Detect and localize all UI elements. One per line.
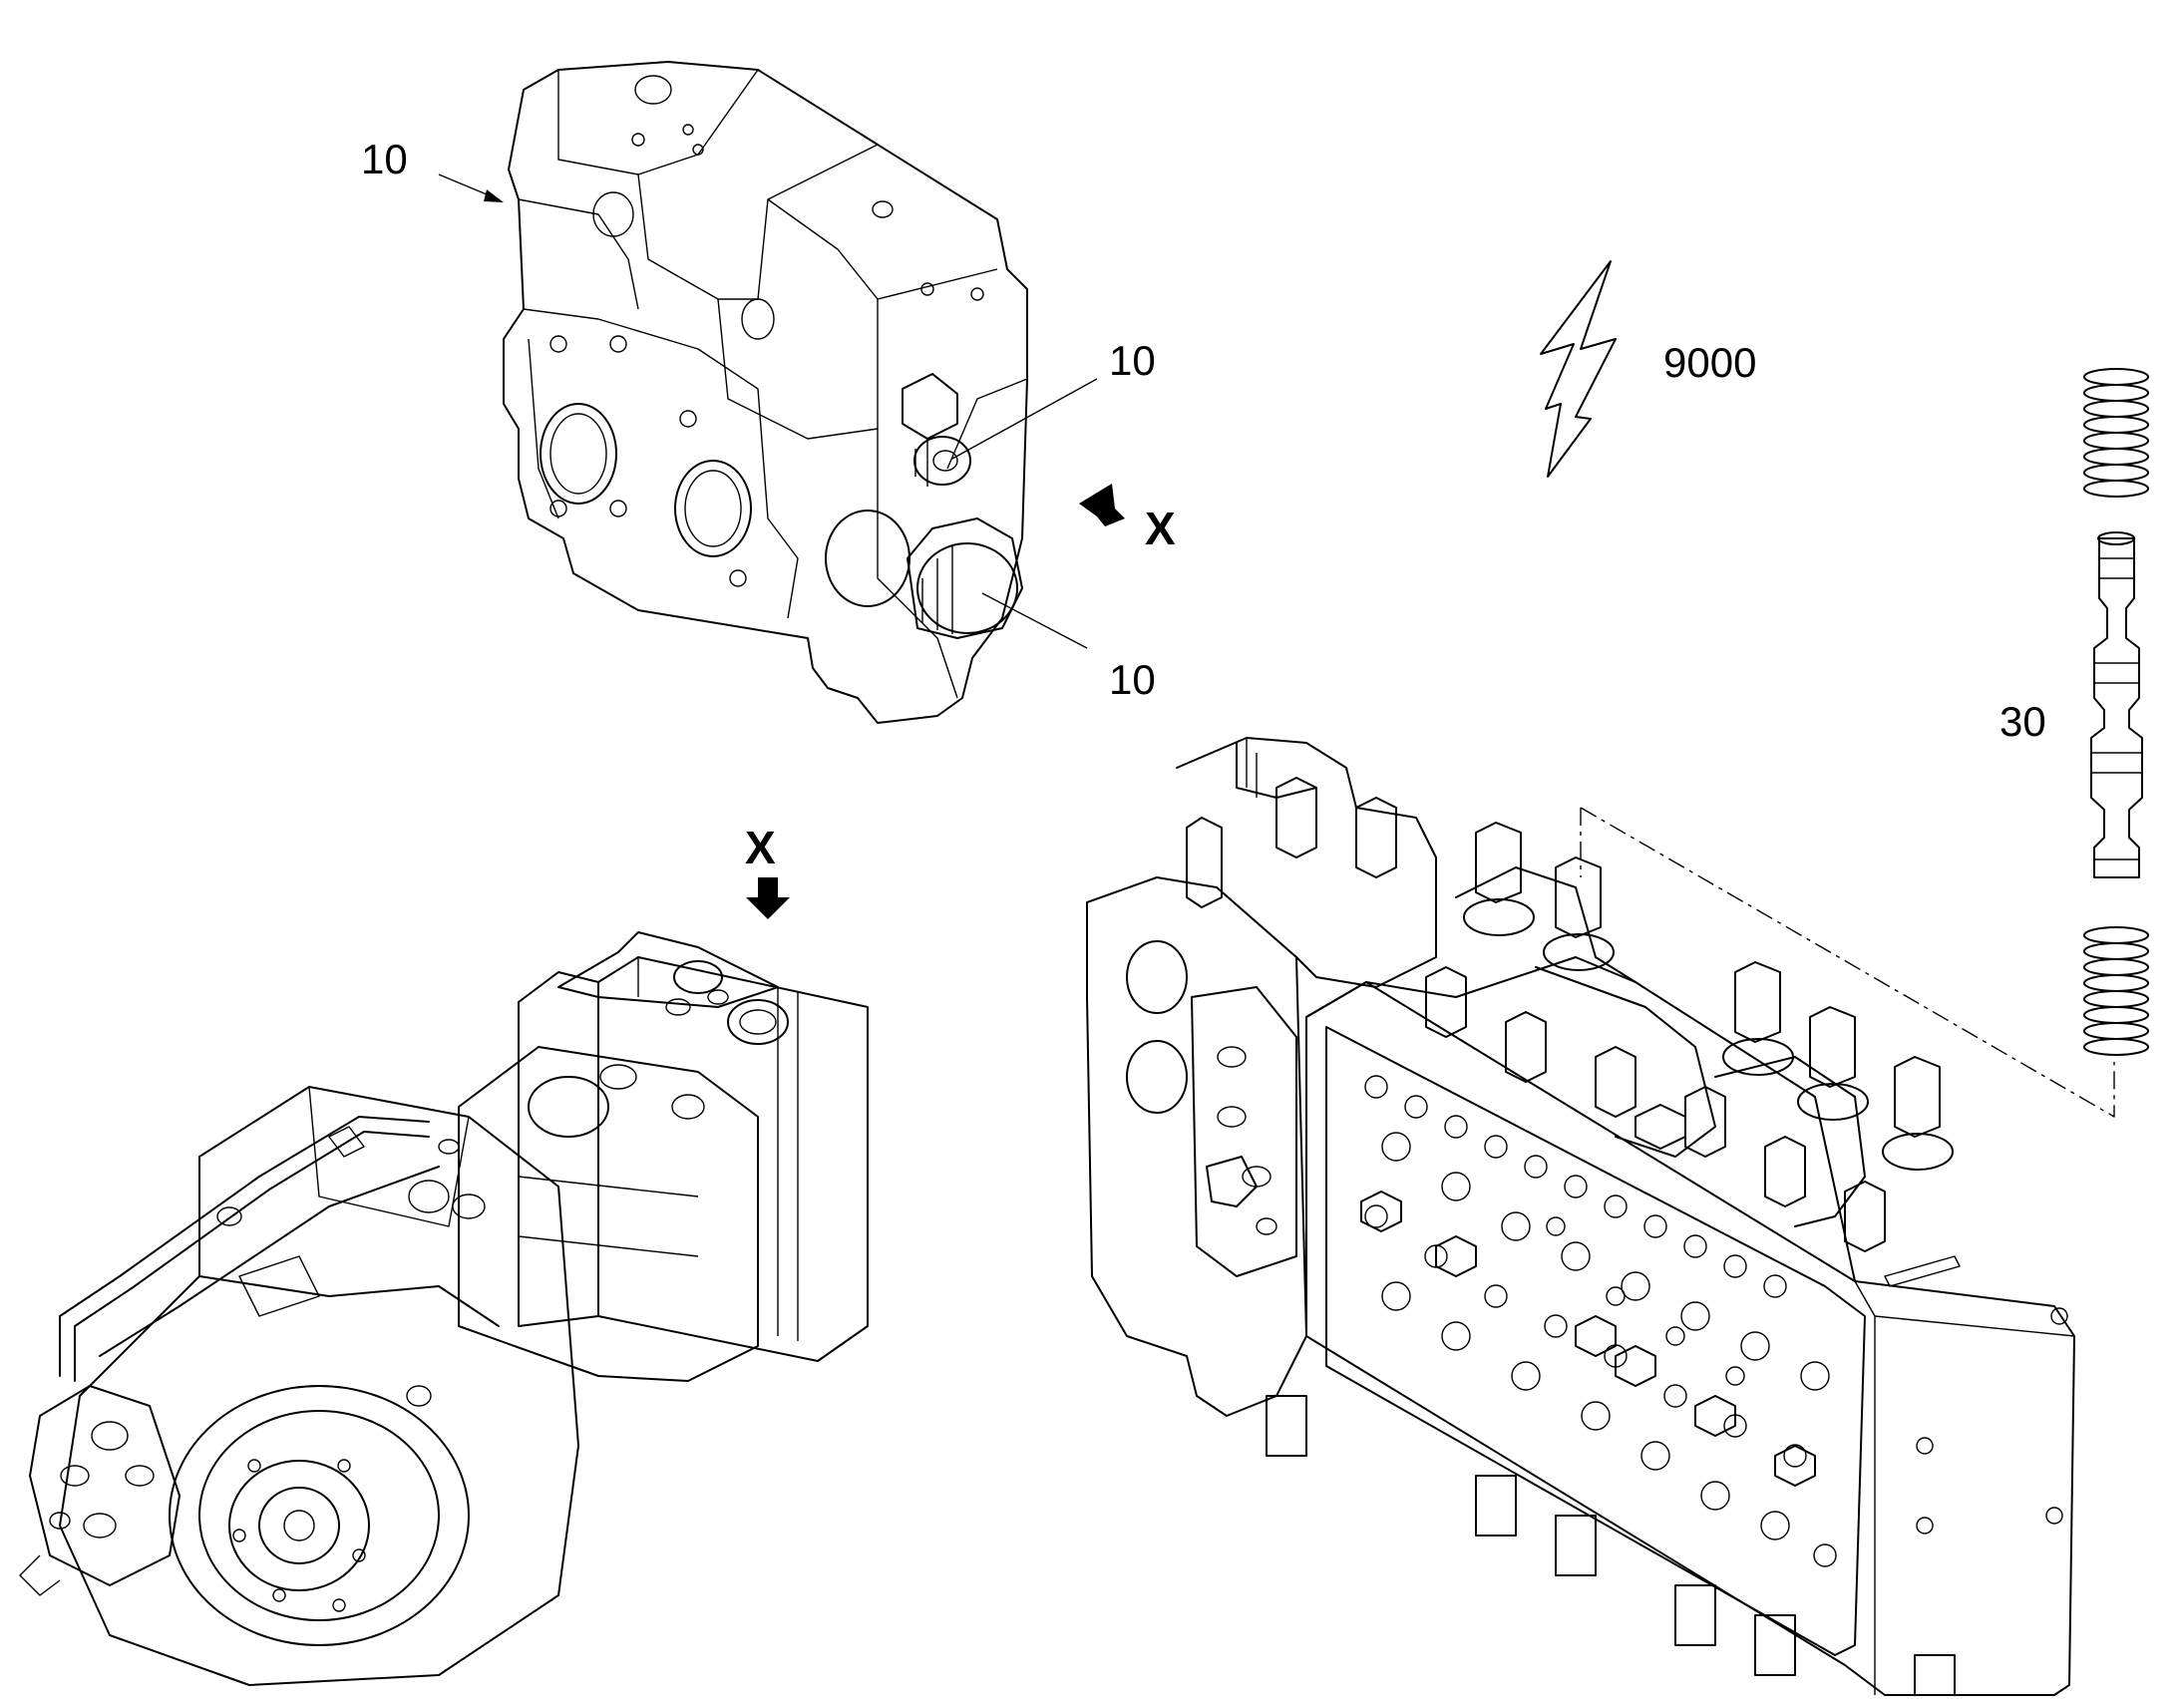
lightning-bolt-icon <box>1540 260 1617 478</box>
plate-bolts <box>1360 1191 1816 1487</box>
spool-icon <box>2090 531 2143 878</box>
view-marker-x-side: X <box>1145 503 1176 554</box>
valve-block-detail <box>503 61 1028 724</box>
relief-cap <box>825 510 1023 639</box>
arrow-icon <box>746 877 790 919</box>
relief-valves <box>1425 966 1886 1252</box>
callout-10-fitting: 10 <box>1109 337 1156 384</box>
port-holes <box>1364 1075 1837 1567</box>
callout-10-block: 10 <box>361 136 408 182</box>
pressure-fitting <box>902 373 971 487</box>
view-marker-x-top: X <box>745 822 776 873</box>
ref-9000: 9000 <box>1663 339 1756 386</box>
spring-lower <box>2083 926 2149 1056</box>
control-valve-bank <box>1086 737 2075 1696</box>
view-direction-arrow-icon <box>1079 484 1125 526</box>
pump-assembly <box>19 931 869 1686</box>
spring-icon <box>2083 368 2149 498</box>
assembly-line <box>1580 807 2115 1118</box>
callout-10-cap: 10 <box>1109 656 1156 703</box>
callout-30-spool: 30 <box>1999 698 2046 745</box>
leader-lines-top <box>438 173 1098 649</box>
bottom-stubs <box>1266 1395 1956 1696</box>
valve-caps <box>1463 822 1954 1171</box>
